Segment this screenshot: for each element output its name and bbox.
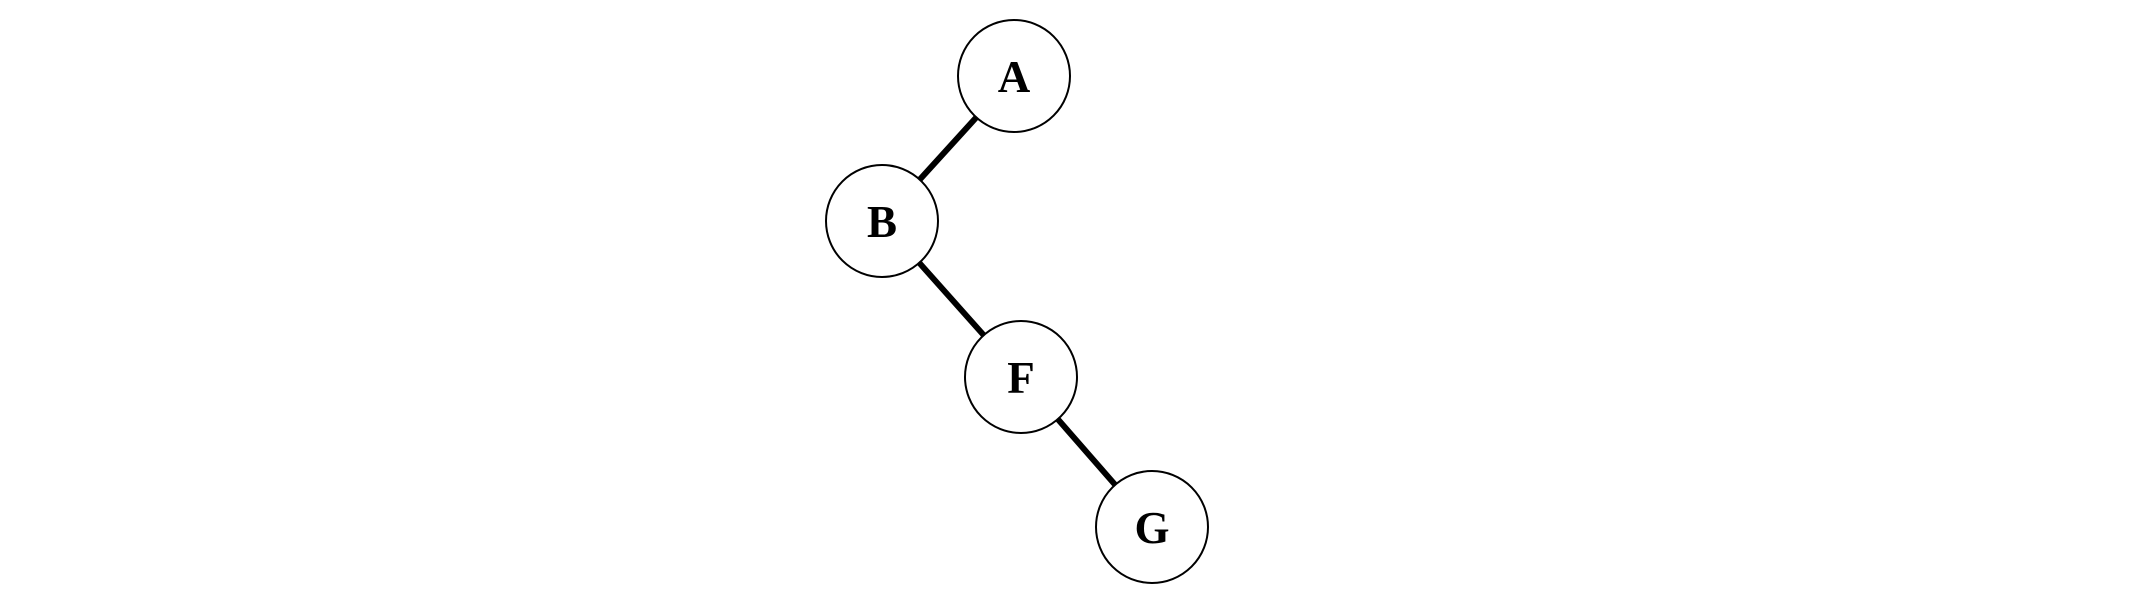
node-circle-f[interactable] (964, 320, 1078, 434)
node-circle-g[interactable] (1095, 470, 1209, 584)
nodes-layer: A B F G (825, 19, 1209, 584)
graph-node-g[interactable]: G (1095, 470, 1209, 584)
node-circle-b[interactable] (825, 164, 939, 278)
graph-edge-f-g (1055, 417, 1118, 487)
node-label-g: G (1134, 503, 1169, 553)
node-label-a: A (998, 52, 1031, 102)
node-label-f: F (1007, 353, 1035, 403)
graph-node-a[interactable]: A (957, 19, 1071, 133)
graph-node-b[interactable]: B (825, 164, 939, 278)
graph-node-f[interactable]: F (964, 320, 1078, 434)
node-label-b: B (867, 197, 897, 247)
graph-edge-a-b (917, 115, 979, 182)
node-circle-a[interactable] (957, 19, 1071, 133)
edges-layer (917, 115, 1118, 487)
graph-edge-b-f (917, 260, 986, 338)
